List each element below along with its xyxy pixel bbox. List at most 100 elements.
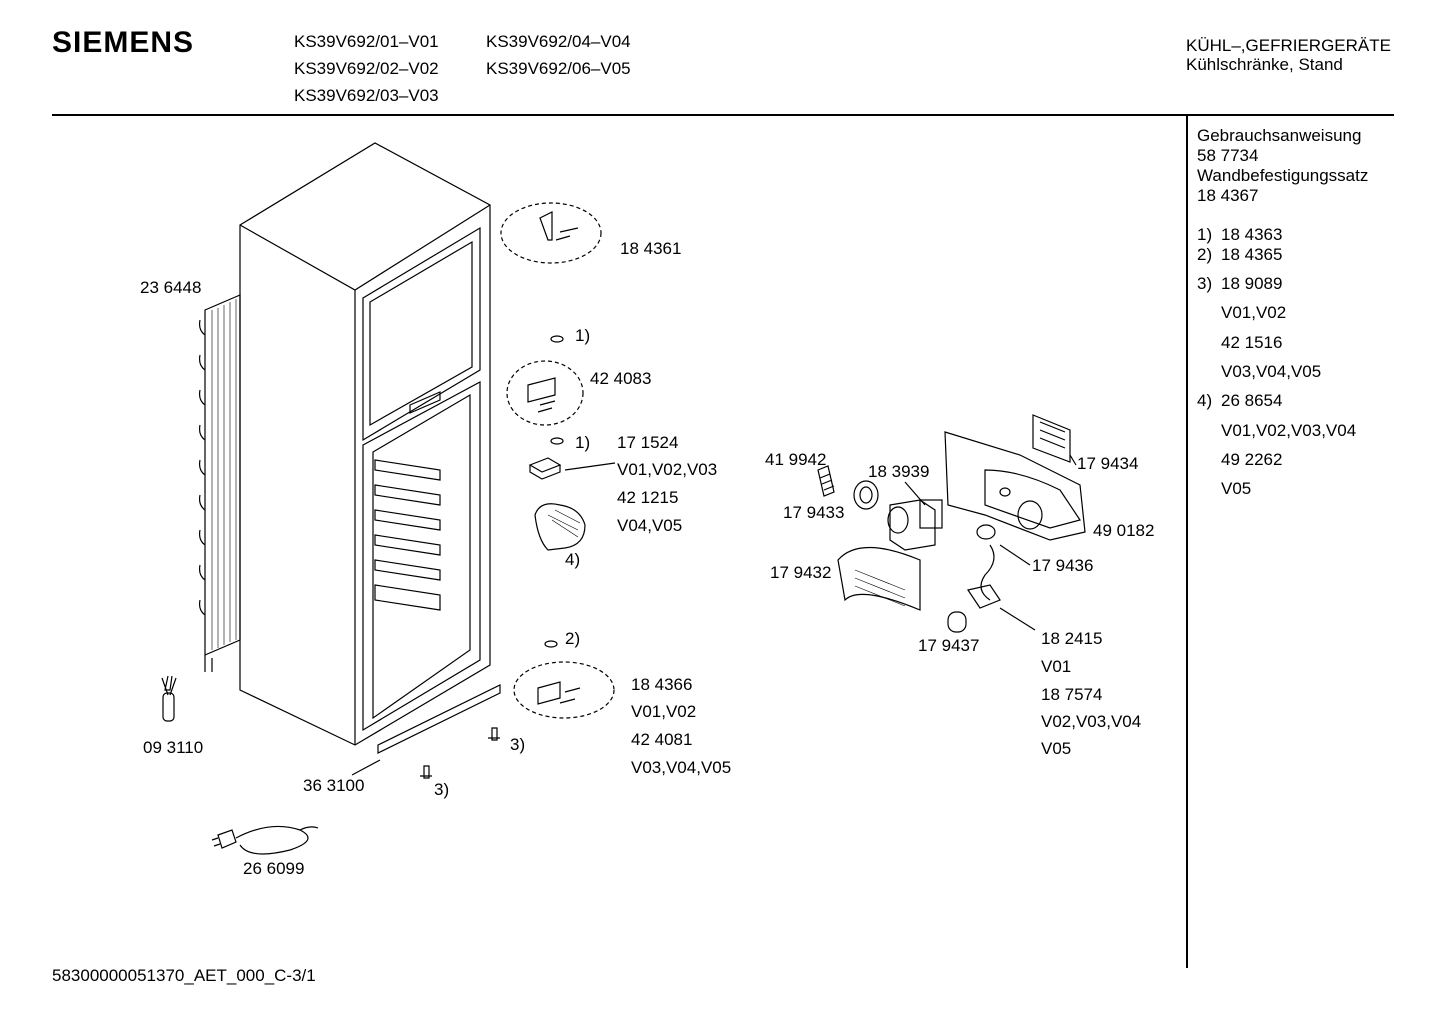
washer-icon bbox=[544, 640, 558, 648]
note-ref: 3) bbox=[1197, 274, 1213, 293]
part-label: 18 4361 bbox=[620, 239, 682, 258]
category-title: KÜHL–,GEFRIERGERÄTE bbox=[1186, 36, 1391, 55]
lamp-cover-icon bbox=[534, 503, 586, 551]
ref-label: 2) bbox=[565, 629, 581, 648]
note-part: V01,V02 bbox=[1221, 303, 1287, 322]
leader-line bbox=[351, 759, 381, 776]
note-row: 2) 18 4365 bbox=[1197, 245, 1356, 274]
sidebar-notes: 1)18 4363 2)18 4365 3)18 9089 V01,V02 42… bbox=[1197, 225, 1356, 499]
light-housing bbox=[944, 431, 1086, 541]
note-ref: 2) bbox=[1197, 245, 1213, 264]
variant-label: V02,V03,V04 bbox=[1041, 712, 1142, 731]
document-id: 58300000051370_AET_000_C-3/1 bbox=[52, 966, 316, 985]
defrost-sensor-icon bbox=[162, 692, 175, 722]
ref-label: 3) bbox=[510, 735, 526, 754]
category: KÜHL–,GEFRIERGERÄTE Kühlschränke, Stand bbox=[1186, 36, 1391, 74]
hinge-detail-middle bbox=[506, 360, 584, 426]
note-row: V01,V02,V03,V04 bbox=[1197, 421, 1356, 450]
note-part: 49 2262 bbox=[1221, 450, 1283, 469]
note-row: V03,V04,V05 bbox=[1197, 362, 1356, 391]
manual-number: 58 7734 bbox=[1197, 146, 1259, 165]
leader-line bbox=[999, 607, 1036, 631]
leader-line bbox=[999, 544, 1031, 566]
ref-label: 1) bbox=[575, 433, 591, 452]
lamp-socket bbox=[887, 499, 943, 551]
model-number: KS39V692/01–V01 bbox=[294, 32, 439, 51]
part-label: 18 2415 bbox=[1041, 629, 1103, 648]
variant-label: V05 bbox=[1041, 739, 1072, 758]
lamp-cover-light bbox=[837, 546, 921, 611]
lamp-bulb bbox=[853, 480, 879, 510]
category-subtitle: Kühlschränke, Stand bbox=[1186, 55, 1343, 74]
note-part: 26 8654 bbox=[1221, 391, 1283, 410]
note-row: 49 2262 bbox=[1197, 450, 1356, 479]
note-part: 18 4363 bbox=[1221, 225, 1283, 244]
condenser-coil bbox=[198, 294, 241, 672]
hinge-detail-top bbox=[500, 202, 602, 264]
part-label: 26 6099 bbox=[243, 859, 305, 878]
note-part: V03,V04,V05 bbox=[1221, 362, 1322, 381]
part-label: 18 3939 bbox=[868, 462, 930, 481]
defrost-sensor-wire bbox=[161, 675, 177, 696]
part-label: 18 7574 bbox=[1041, 685, 1103, 704]
ref-label: 3) bbox=[434, 780, 450, 799]
screw-icon bbox=[488, 727, 500, 741]
part-label: 41 9942 bbox=[765, 450, 827, 469]
leader-line bbox=[1069, 454, 1077, 466]
wallkit-number: 18 4367 bbox=[1197, 186, 1259, 205]
model-number: KS39V692/04–V04 bbox=[486, 32, 631, 51]
part-label: 09 3110 bbox=[143, 738, 204, 757]
note-ref: 1) bbox=[1197, 225, 1213, 244]
hinge-bottom-icon bbox=[537, 681, 581, 705]
note-row: 1) 18 4363 bbox=[1197, 225, 1356, 245]
model-number: KS39V692/02–V02 bbox=[294, 59, 439, 78]
part-label: 17 9437 bbox=[918, 636, 980, 655]
part-label: 17 9432 bbox=[770, 563, 832, 582]
note-ref: 4) bbox=[1197, 391, 1213, 410]
part-label: 49 0182 bbox=[1093, 521, 1155, 540]
variant-label: V01 bbox=[1041, 657, 1072, 676]
screw-icon bbox=[420, 765, 432, 779]
note-part: 42 1516 bbox=[1221, 333, 1283, 352]
variant-label: V01,V02,V03 bbox=[617, 460, 718, 479]
leader-line bbox=[904, 481, 926, 506]
part-label: 18 4366 bbox=[631, 675, 693, 694]
part-label: 42 4083 bbox=[590, 369, 652, 388]
part-label: 17 9433 bbox=[783, 503, 845, 522]
note-part: 18 4365 bbox=[1221, 245, 1283, 264]
header-divider bbox=[52, 114, 1394, 116]
hinge-middle-icon bbox=[527, 377, 556, 413]
note-row: V01,V02 bbox=[1197, 303, 1356, 333]
kickplate bbox=[377, 684, 501, 754]
cabinet bbox=[239, 142, 491, 746]
part-label: 36 3100 bbox=[303, 776, 365, 795]
switch-part-icon bbox=[528, 457, 562, 480]
part-label: 23 6448 bbox=[140, 278, 202, 297]
washer-icon bbox=[550, 437, 564, 445]
sidebar-divider bbox=[1186, 116, 1188, 968]
note-row: 42 1516 bbox=[1197, 333, 1356, 362]
model-list-col2: KS39V692/04–V04 KS39V692/06–V05 bbox=[486, 28, 631, 82]
model-list-col1: KS39V692/01–V01 KS39V692/02–V02 KS39V692… bbox=[294, 28, 439, 109]
power-cord-icon bbox=[211, 825, 319, 855]
manual-label: Gebrauchsanweisung bbox=[1197, 126, 1362, 145]
note-row: V05 bbox=[1197, 479, 1356, 499]
lamp-screw bbox=[817, 465, 835, 497]
wallkit-label: Wandbefestigungssatz bbox=[1197, 166, 1369, 185]
note-row: 4) 26 8654 bbox=[1197, 391, 1356, 421]
ref-label: 1) bbox=[575, 326, 591, 345]
part-label: 17 9434 bbox=[1077, 454, 1139, 473]
switch-box bbox=[1032, 414, 1071, 463]
variant-label: V03,V04,V05 bbox=[631, 758, 732, 777]
thermostat-capillary bbox=[976, 524, 996, 601]
note-part: V05 bbox=[1221, 479, 1252, 498]
model-number: KS39V692/03–V03 bbox=[294, 86, 439, 105]
part-label: 42 4081 bbox=[631, 730, 693, 749]
washer-icon bbox=[550, 335, 564, 343]
model-number: KS39V692/06–V05 bbox=[486, 59, 631, 78]
hinge-top-icon bbox=[539, 211, 579, 241]
brand-logo: SIEMENS bbox=[52, 26, 195, 59]
note-part: V01,V02,V03,V04 bbox=[1221, 421, 1357, 440]
variant-label: V01,V02 bbox=[631, 702, 697, 721]
